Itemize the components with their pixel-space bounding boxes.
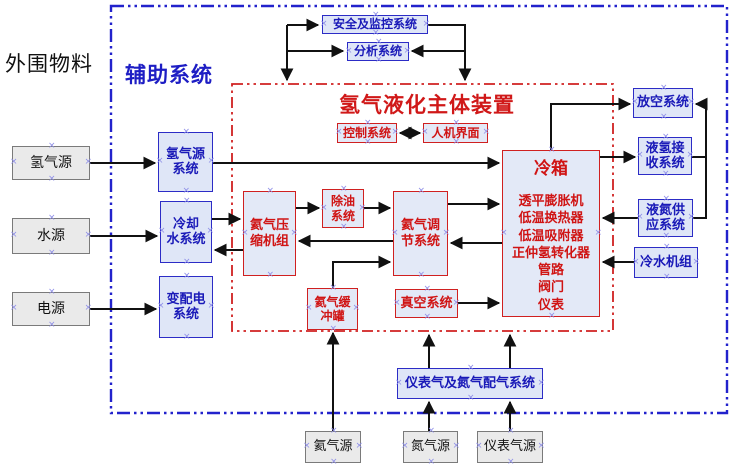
node-vacuum-system[interactable]: 真空系统 [395,285,458,322]
node-nitrogen-source[interactable]: 氮气源 [403,427,458,466]
node-water-source[interactable]: 水源 [12,214,90,258]
node-vent-system[interactable]: 放空系统 [633,84,693,122]
auxiliary-system-border [109,4,729,415]
node-ln2-supply-system[interactable]: 液氮供 应系统 [638,195,693,241]
coldbox-components: 透平膨胀机 低温换热器 低温吸附器 正仲氢转化器 管路 阀门 仪表 [503,193,599,314]
node-helium-regulation-system[interactable]: 氦气调 节系统 [393,187,448,280]
coldbox-title: 冷箱 [534,159,568,179]
node-hydrogen-gas-source[interactable]: 氢气源 [12,142,90,184]
node-gas-distribution-system[interactable]: 仪表气及氮气配气系统 [397,364,543,403]
node-helium-source[interactable]: 氦气源 [305,427,361,466]
node-instrument-gas-source[interactable]: 仪表气源 [477,427,543,466]
node-helium-buffer-tank[interactable]: 氦气缓 冲罐 [307,284,358,334]
flow-arrows [90,18,708,431]
node-control-system[interactable]: 控制系统 [337,119,397,147]
main-device-title: 氢气液化主体装置 [339,93,515,117]
node-power-distribution-system[interactable]: 变配电 系统 [159,272,213,342]
node-analysis-system[interactable]: 分析系统 [347,38,409,65]
node-helium-compressor-unit[interactable]: 氦气压 缩机组 [243,187,296,280]
node-h2-source-system[interactable]: 氢气源 系统 [158,128,213,196]
node-oil-removal-system[interactable]: 除油 系统 [322,185,364,232]
node-chiller-unit[interactable]: 冷水机组 [634,243,698,282]
node-safety-monitoring-system[interactable]: 安全及监控系统 [322,11,428,38]
node-lh2-receiving-system[interactable]: 液氢接 收系统 [638,133,692,179]
outside-material-label: 外围物料 [5,52,93,76]
node-cooling-water-system[interactable]: 冷却 水系统 [160,197,212,267]
main-device-border [231,83,614,332]
node-hmi[interactable]: 人机界面 [423,119,488,147]
node-power-source[interactable]: 电源 [12,288,90,330]
node-cold-box[interactable]: 冷箱 透平膨胀机 低温换热器 低温吸附器 正仲氢转化器 管路 阀门 仪表 [502,146,600,321]
auxiliary-system-label: 辅助系统 [125,63,213,87]
